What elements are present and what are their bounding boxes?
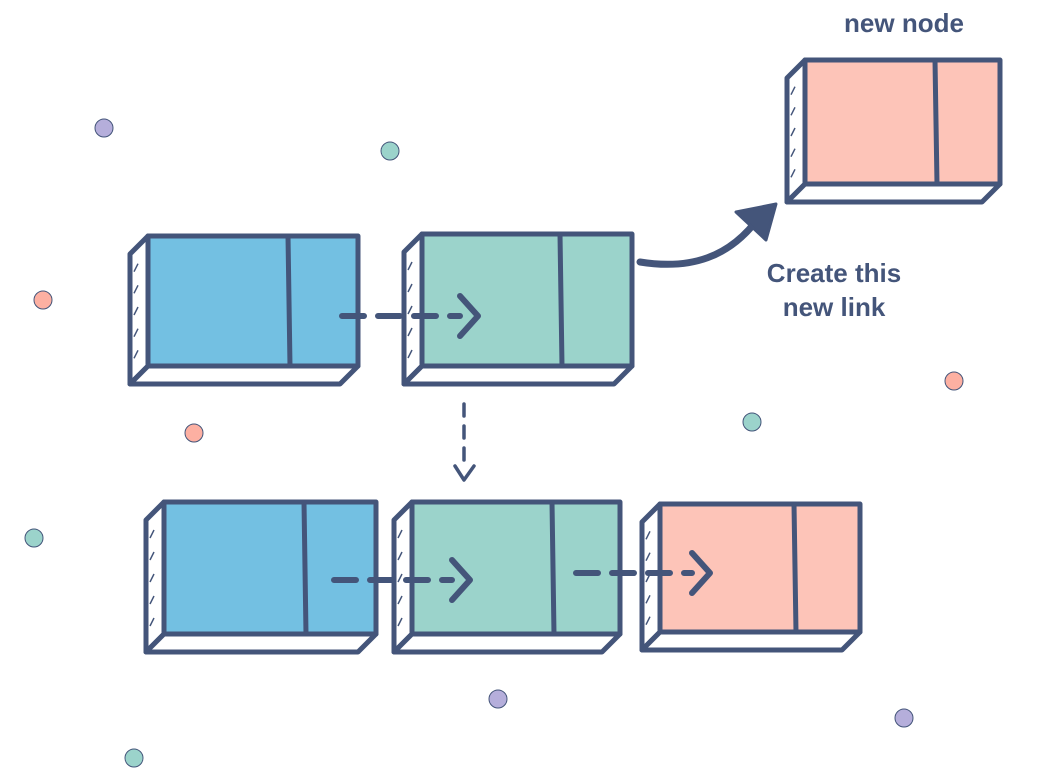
node-bottom-face	[143, 631, 379, 655]
node-divider	[549, 499, 557, 637]
node-hatch-line	[790, 148, 796, 158]
node-hatch-line	[645, 616, 651, 626]
arrow-head-bottom-1-to-2	[449, 557, 473, 603]
node-hatch-line	[407, 327, 413, 337]
node-divider	[791, 501, 799, 635]
decorative-dot	[94, 118, 114, 138]
new-node-label: new node	[844, 8, 964, 38]
new-link-arrow	[636, 212, 764, 268]
node-hatch-line	[133, 284, 139, 294]
node-front-face	[657, 501, 863, 635]
decorative-dot	[124, 748, 144, 768]
decorative-dot	[24, 528, 44, 548]
node-bottom-face	[127, 363, 361, 387]
new-node	[784, 57, 1003, 205]
node-hatch-line	[645, 594, 651, 604]
decorative-dot	[33, 290, 53, 310]
node-bottom-face	[391, 631, 623, 655]
node-front-face	[161, 499, 379, 637]
new-link-label-line1: Create this	[767, 258, 901, 288]
node-bottom-face	[401, 363, 635, 387]
node-hatch-line	[397, 573, 403, 583]
node-hatch-line	[397, 617, 403, 627]
node-bottom-face	[639, 629, 863, 653]
new-link-arrow-head	[734, 202, 778, 242]
node-hatch-line	[133, 306, 139, 316]
node-hatch-line	[397, 551, 403, 561]
node-hatch-line	[790, 168, 796, 178]
node-front-face	[409, 499, 623, 637]
node-divider	[932, 57, 940, 187]
node-hatch-line	[407, 349, 413, 359]
node-hatch-line	[790, 86, 796, 96]
node-hatch-line	[149, 529, 155, 539]
link-arrows	[331, 202, 778, 603]
node-hatch-line	[133, 349, 139, 359]
node-side-face	[784, 57, 808, 205]
transform-arrow-head	[453, 464, 476, 482]
decorative-dot	[944, 371, 964, 391]
node-hatch-line	[407, 283, 413, 293]
node-hatch-line	[149, 573, 155, 583]
bottom-node-3	[639, 501, 863, 653]
node-hatch-line	[149, 595, 155, 605]
decorative-dot	[184, 423, 204, 443]
node-side-face	[639, 501, 663, 653]
node-front-face	[419, 231, 635, 369]
arrow-head-top-1-to-2	[457, 293, 481, 339]
node-hatch-line	[397, 595, 403, 605]
node-divider	[301, 499, 309, 637]
node-side-face	[127, 233, 151, 387]
node-hatch-line	[790, 127, 796, 137]
node-hatch-line	[133, 328, 139, 338]
list-nodes	[127, 57, 1003, 655]
new-link-label-line2: new link	[783, 292, 886, 322]
node-hatch-line	[133, 263, 139, 273]
top-node-1	[127, 233, 361, 387]
decorative-dot	[488, 689, 508, 709]
bottom-node-1	[143, 499, 379, 655]
node-hatch-line	[149, 617, 155, 627]
node-divider	[285, 233, 293, 369]
node-side-face	[143, 499, 167, 655]
bottom-node-2	[391, 499, 623, 655]
node-front-face	[802, 57, 1003, 187]
node-hatch-line	[645, 552, 651, 562]
decorative-dot	[894, 708, 914, 728]
top-node-2	[401, 231, 635, 387]
decorative-dot	[742, 412, 762, 432]
node-hatch-line	[407, 305, 413, 315]
node-front-face	[145, 233, 361, 369]
arrow-head-bottom-2-to-3	[689, 550, 713, 596]
node-hatch-line	[645, 530, 651, 540]
node-hatch-line	[149, 551, 155, 561]
node-hatch-line	[790, 106, 796, 116]
node-divider	[557, 231, 565, 369]
decorative-dots	[24, 118, 964, 768]
decorative-dot	[380, 141, 400, 161]
node-bottom-face	[784, 181, 1003, 205]
node-side-face	[401, 231, 425, 387]
node-hatch-line	[397, 529, 403, 539]
node-hatch-line	[407, 261, 413, 271]
